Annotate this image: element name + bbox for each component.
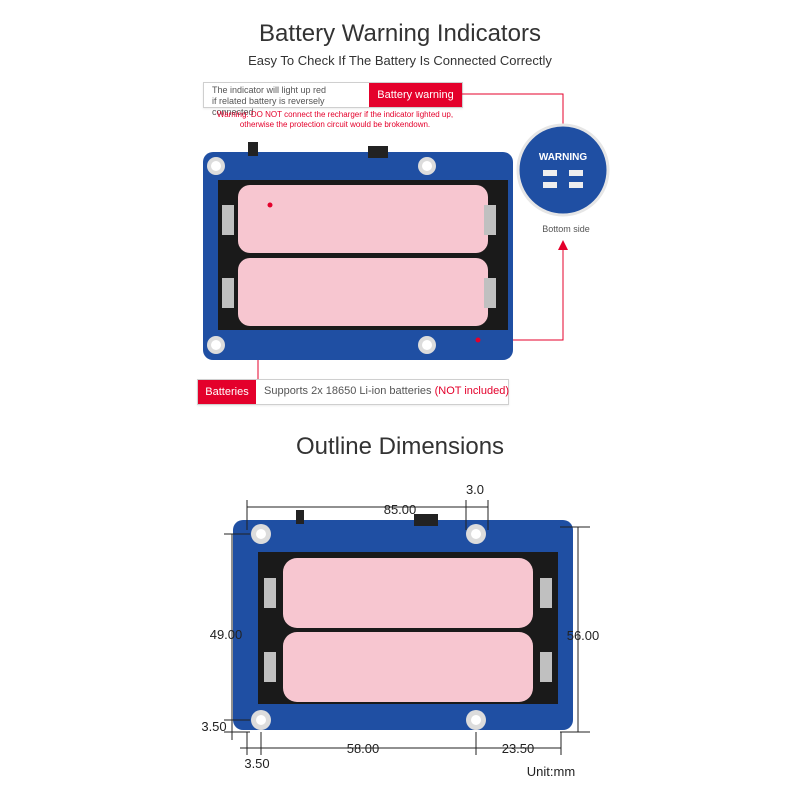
batteries-note: (NOT included) bbox=[434, 385, 509, 397]
batteries-callout: Batteries Supports 2x 18650 Li-ion batte… bbox=[197, 379, 509, 405]
dim-left-bottom-label: 3.50 bbox=[244, 756, 269, 771]
dim-width-label: 85.00 bbox=[384, 502, 417, 517]
battery-terminal bbox=[222, 205, 234, 235]
battery-terminal bbox=[540, 578, 552, 608]
warning-led bbox=[569, 182, 583, 188]
callout-line-2: if related battery is reversely connecte… bbox=[212, 96, 325, 117]
dimension-lines bbox=[224, 500, 590, 755]
battery-terminal bbox=[484, 205, 496, 235]
battery-warning-callout: The indicator will light up red if relat… bbox=[203, 82, 463, 117]
mount-hole-inner bbox=[256, 715, 266, 725]
warning-led bbox=[543, 170, 557, 176]
warning-line-2: otherwise the protection circuit would b… bbox=[239, 120, 431, 129]
mount-hole-inner bbox=[256, 529, 266, 539]
battery-terminal bbox=[540, 652, 552, 682]
warning-led bbox=[543, 182, 557, 188]
battery-terminal bbox=[484, 278, 496, 308]
mount-hole-inner bbox=[471, 715, 481, 725]
dim-right-offset-label: 23.50 bbox=[502, 741, 535, 756]
batteries-tag: Batteries bbox=[198, 380, 256, 404]
mount-hole-inner bbox=[471, 529, 481, 539]
dim-hole-offset-label: 3.0 bbox=[466, 482, 484, 497]
battery-cell bbox=[283, 558, 533, 628]
callout-description: The indicator will light up red if relat… bbox=[212, 85, 362, 118]
dim-height-right-label: 56.00 bbox=[567, 628, 600, 643]
pointer-dot bbox=[267, 202, 273, 208]
section-subtitle-warning: Easy To Check If The Battery Is Connecte… bbox=[248, 53, 552, 68]
battery-cell bbox=[283, 632, 533, 702]
battery-terminal bbox=[264, 652, 276, 682]
dim-bottom-left-label: 3.50 bbox=[201, 719, 226, 734]
unit-label: Unit:mm bbox=[527, 764, 575, 779]
arrow-up-icon bbox=[558, 240, 568, 250]
warning-line-1: Warning: DO NOT connect the recharger if… bbox=[216, 110, 454, 119]
section-title-dimensions: Outline Dimensions bbox=[295, 433, 505, 460]
batteries-text: Supports 2x 18650 Li-ion batteries bbox=[264, 385, 435, 397]
section-title-warning: Battery Warning Indicators bbox=[259, 20, 541, 47]
battery-cell bbox=[238, 258, 488, 326]
battery-cell bbox=[238, 185, 488, 253]
batteries-description: Supports 2x 18650 Li-ion batteries (NOT … bbox=[264, 385, 509, 397]
mount-hole-inner bbox=[211, 340, 221, 350]
battery-warning-tag: Battery warning bbox=[369, 83, 462, 107]
callout-connector-line bbox=[461, 93, 564, 130]
battery-terminal bbox=[222, 278, 234, 308]
mount-hole-inner bbox=[422, 161, 432, 171]
zoom-warning-circle bbox=[516, 123, 610, 217]
battery-terminal bbox=[264, 578, 276, 608]
switch-component bbox=[296, 510, 304, 524]
usb-connector bbox=[414, 514, 438, 526]
pointer-dot bbox=[475, 337, 481, 343]
usb-connector bbox=[368, 146, 388, 158]
dim-height-left-label: 49.00 bbox=[210, 627, 243, 642]
mount-hole-inner bbox=[422, 340, 432, 350]
warning-led bbox=[569, 170, 583, 176]
mount-hole-inner bbox=[211, 161, 221, 171]
bottom-side-label: Bottom side bbox=[542, 224, 590, 234]
board-top-illustration: WARNING Bottom side bbox=[203, 93, 610, 380]
zoom-warning-label: WARNING bbox=[539, 152, 588, 163]
warning-message: Warning: DO NOT connect the recharger if… bbox=[190, 110, 480, 130]
callout-line-1: The indicator will light up red bbox=[212, 85, 327, 95]
switch-component bbox=[248, 142, 258, 156]
dim-hole-span-label: 58.00 bbox=[347, 741, 380, 756]
